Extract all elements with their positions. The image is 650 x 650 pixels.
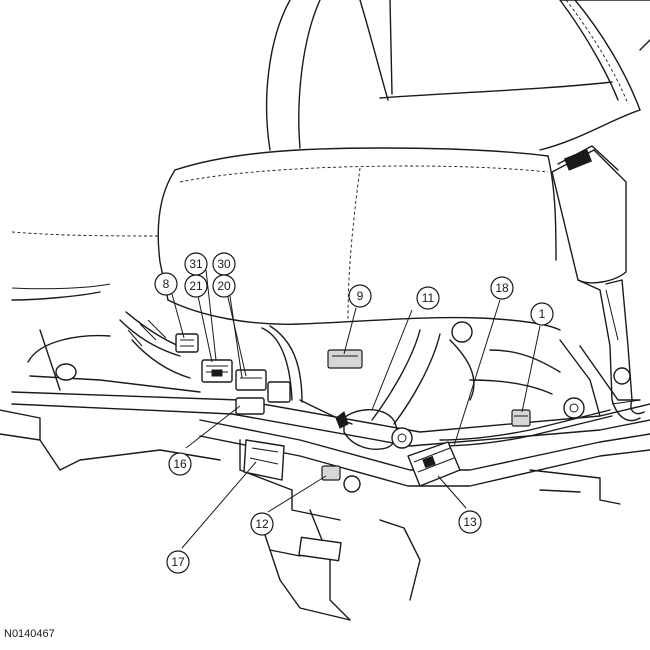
svg-text:8: 8 [163,277,170,291]
connector-8 [175,333,199,353]
callout-18: 18 [490,276,514,300]
connector-9 [327,349,363,369]
callout-21: 21 [184,274,208,298]
callout-30: 30 [212,252,236,276]
svg-text:31: 31 [189,257,203,271]
svg-text:12: 12 [255,517,269,531]
seat-track [343,321,585,493]
svg-text:21: 21 [189,279,203,293]
svg-text:1: 1 [539,307,546,321]
connector-1 [511,409,531,427]
clip-11 [335,411,349,429]
svg-text:18: 18 [495,281,509,295]
wiring-harness [119,311,641,447]
connector-17 [243,439,285,481]
connector-16 [235,397,265,415]
callout-17: 17 [166,550,190,574]
seat-frame [0,329,650,621]
svg-text:13: 13 [463,515,477,529]
connector-12 [321,465,341,481]
seat-belt-buckle [551,145,645,422]
callout-20: 20 [212,274,236,298]
callout-11: 11 [416,286,440,310]
svg-text:9: 9 [357,289,364,303]
connector-13 [407,441,461,487]
connector-21-20-30-31 [201,359,291,403]
seat-back [265,0,650,151]
svg-text:30: 30 [217,257,231,271]
figure-id: N0140467 [4,628,55,640]
callout-31: 31 [184,252,208,276]
callout-1: 1 [530,302,554,326]
callout-16: 16 [168,452,192,476]
svg-text:16: 16 [173,457,187,471]
svg-text:20: 20 [217,279,231,293]
leader-lines [171,269,541,549]
svg-text:11: 11 [422,291,435,305]
callout-13: 13 [458,510,482,534]
callout-9: 9 [348,284,372,308]
svg-text:17: 17 [171,555,185,569]
seat-cushion [11,147,561,331]
callout-8: 8 [154,272,178,296]
callout-12: 12 [250,512,274,536]
